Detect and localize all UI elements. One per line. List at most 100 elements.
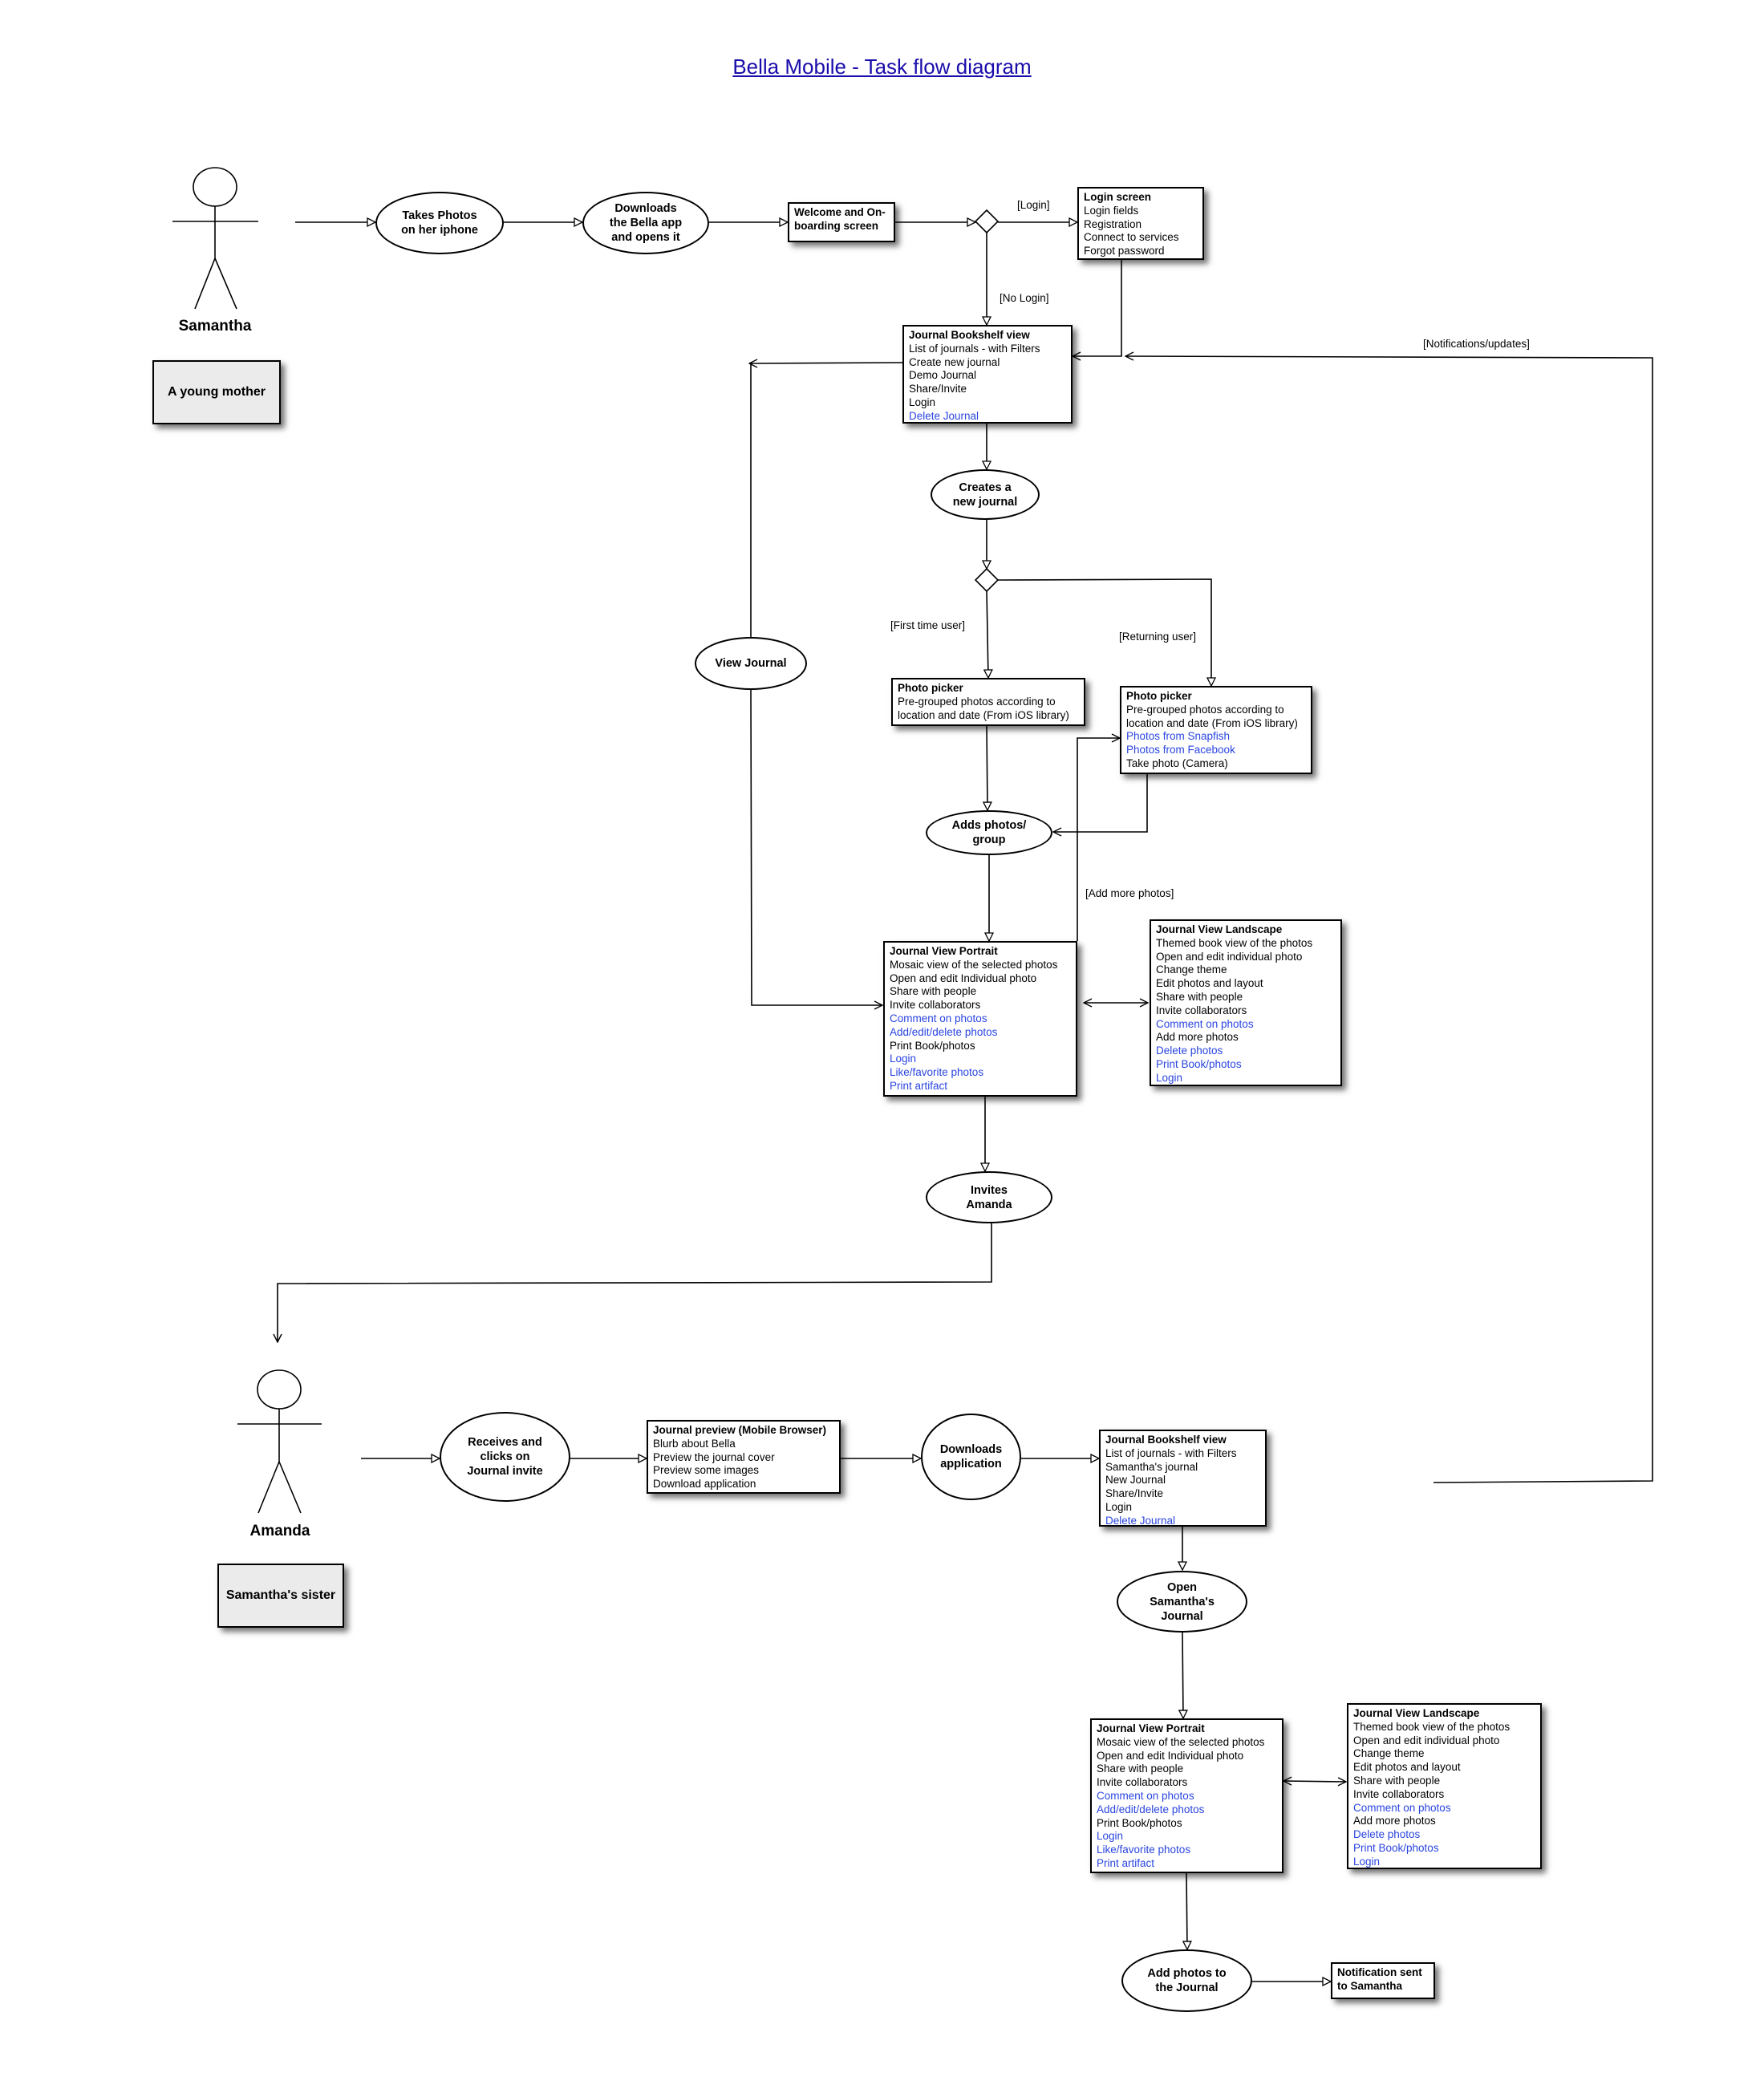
screen-item: Open and edit individual photo (1353, 1734, 1500, 1746)
screen-title: Photo picker (898, 682, 963, 694)
journal-bookshelf-screen-amanda: Journal Bookshelf view List of journals … (1099, 1430, 1267, 1527)
screen-item-link[interactable]: Print Book/photos (1156, 1057, 1242, 1070)
amanda-stick-figure (237, 1369, 322, 1514)
screen-item: Demo Journal (909, 369, 977, 382)
login-edge-label: [Login] (1017, 199, 1050, 211)
notifications-edge-label: [Notifications/updates] (1423, 338, 1530, 350)
screen-item-link[interactable]: Add/edit/delete photos (1097, 1803, 1205, 1815)
journal-view-portrait-samantha: Journal View Portrait Mosaic view of the… (883, 941, 1077, 1097)
screen-title: Journal View Landscape (1156, 923, 1283, 935)
screen-item-link[interactable]: Comment on photos (890, 1012, 987, 1024)
amanda-role: Samantha's sister (217, 1564, 344, 1628)
screen-item: Edit photos and layout (1156, 977, 1263, 990)
screen-item-link[interactable]: Delete Journal (1105, 1514, 1176, 1527)
screen-item: Pre-grouped photos according to (898, 695, 1056, 708)
screen-item: Take photo (Camera) (1126, 757, 1228, 769)
screen-title: Login screen (1084, 191, 1152, 203)
welcome-onboarding-screen: Welcome and On- boarding screen (788, 202, 895, 242)
screen-item-link[interactable]: Photos from Snapfish (1126, 730, 1231, 743)
returning-user-edge-label: [Returning user] (1119, 631, 1197, 643)
journal-bookshelf-screen-samantha: Journal Bookshelf view List of journals … (902, 325, 1073, 424)
screen-item: Blurb about Bella (653, 1437, 736, 1450)
screen-item: Create new journal (909, 355, 1000, 368)
screen-item: Share with people (1156, 990, 1243, 1003)
screen-item: Connect to services (1084, 231, 1179, 244)
screen-title: Journal Bookshelf view (1105, 1434, 1227, 1446)
screen-item: Invite collaborators (1097, 1776, 1188, 1789)
screen-item: Share/Invite (909, 383, 967, 396)
add-photos-journal-activity: Add photos to the Journal (1121, 1949, 1252, 2012)
screen-item: New Journal (1105, 1474, 1166, 1487)
screen-item: Invite collaborators (1353, 1787, 1445, 1800)
screen-title: Journal View Portrait (1097, 1722, 1205, 1734)
screen-item-link[interactable]: Comment on photos (1353, 1801, 1451, 1814)
open-samantha-journal-activity: Open Samantha's Journal (1117, 1571, 1247, 1633)
screen-item-link[interactable]: Add/edit/delete photos (890, 1025, 998, 1038)
screen-item: Forgot password (1084, 245, 1165, 258)
screen-title: Welcome and On- boarding screen (794, 206, 886, 232)
adds-photos-activity: Adds photos/ group (926, 810, 1052, 855)
screen-item-link[interactable]: Login (890, 1053, 917, 1065)
notification-sent-screen: Notification sent to Samantha (1331, 1962, 1435, 1999)
screen-title: Notification sent to Samantha (1337, 1966, 1422, 1992)
screen-item: Login (909, 396, 936, 408)
screen-item: Print Book/photos (890, 1039, 975, 1052)
no-login-edge-label: [No Login] (1000, 292, 1049, 304)
photo-picker-first-time: Photo picker Pre-grouped photos accordin… (891, 678, 1085, 726)
screen-item: Change theme (1353, 1747, 1425, 1760)
screen-item-link[interactable]: Delete photos (1353, 1828, 1421, 1841)
screen-item-link[interactable]: Delete photos (1156, 1045, 1223, 1057)
screen-item-link[interactable]: Comment on photos (1156, 1017, 1254, 1030)
screen-item-link[interactable]: Print Book/photos (1353, 1841, 1439, 1854)
journal-view-landscape-samantha: Journal View Landscape Themed book view … (1150, 919, 1342, 1086)
screen-item: Samantha's journal (1105, 1460, 1198, 1473)
screen-item: List of journals - with Filters (909, 342, 1040, 355)
photo-picker-returning: Photo picker Pre-grouped photos accordin… (1120, 686, 1312, 774)
screen-item-link[interactable]: Login (1097, 1830, 1124, 1843)
screen-item-link[interactable]: Like/favorite photos (1097, 1844, 1191, 1856)
screen-item-link[interactable]: Login (1353, 1855, 1381, 1868)
screen-item-link[interactable]: Comment on photos (1097, 1789, 1194, 1802)
login-decision-node (974, 209, 1000, 234)
view-journal-activity: View Journal (695, 637, 807, 690)
downloads-bella-activity: Downloads the Bella app and opens it (582, 192, 709, 254)
screen-item-link[interactable]: Print artifact (890, 1079, 948, 1092)
screen-item: Share with people (1097, 1763, 1184, 1775)
creates-journal-activity: Creates a new journal (931, 469, 1040, 520)
screen-item: Share with people (890, 985, 977, 998)
screen-item: Themed book view of the photos (1156, 936, 1313, 949)
login-screen: Login screen Login fields Registration C… (1077, 187, 1204, 260)
screen-item: Preview the journal cover (653, 1450, 775, 1463)
screen-title: Journal Bookshelf view (909, 329, 1030, 341)
screen-item: location and date (From iOS library) (1126, 716, 1298, 729)
screen-item: Download application (653, 1478, 756, 1491)
screen-item: List of journals - with Filters (1105, 1446, 1237, 1459)
diagram-title[interactable]: Bella Mobile - Task flow diagram (732, 55, 1032, 79)
user-type-decision-node (974, 567, 1000, 593)
first-time-user-edge-label: [First time user] (890, 619, 966, 631)
screen-item: Invite collaborators (890, 999, 981, 1012)
screen-item-link[interactable]: Print artifact (1097, 1856, 1155, 1869)
screen-item-link[interactable]: Delete Journal (909, 409, 979, 422)
screen-item: Open and edit individual photo (1156, 950, 1303, 963)
samantha-stick-figure (172, 167, 258, 310)
screen-item: Add more photos (1353, 1815, 1436, 1827)
screen-item: Edit photos and layout (1353, 1761, 1461, 1774)
screen-item: Registration (1084, 217, 1142, 230)
amanda-name: Amanda (249, 1523, 310, 1539)
screen-item-link[interactable]: Login (1156, 1071, 1183, 1084)
screen-item: Login (1105, 1500, 1133, 1513)
screen-item: Open and edit Individual photo (1097, 1749, 1244, 1762)
screen-item-link[interactable]: Like/favorite photos (890, 1066, 984, 1079)
screen-item: Print Book/photos (1097, 1816, 1182, 1829)
journal-preview-screen: Journal preview (Mobile Browser) Blurb a… (647, 1420, 841, 1494)
screen-item: Mosaic view of the selected photos (1097, 1735, 1265, 1748)
screen-item: Share with people (1353, 1774, 1441, 1787)
downloads-application-activity: Downloads application (921, 1414, 1021, 1500)
screen-item: Add more photos (1156, 1031, 1239, 1044)
screen-item: Pre-grouped photos according to (1126, 703, 1284, 716)
screen-item-link[interactable]: Photos from Facebook (1126, 744, 1235, 757)
screen-item: Themed book view of the photos (1353, 1720, 1511, 1733)
screen-item: location and date (From iOS library) (898, 708, 1069, 721)
